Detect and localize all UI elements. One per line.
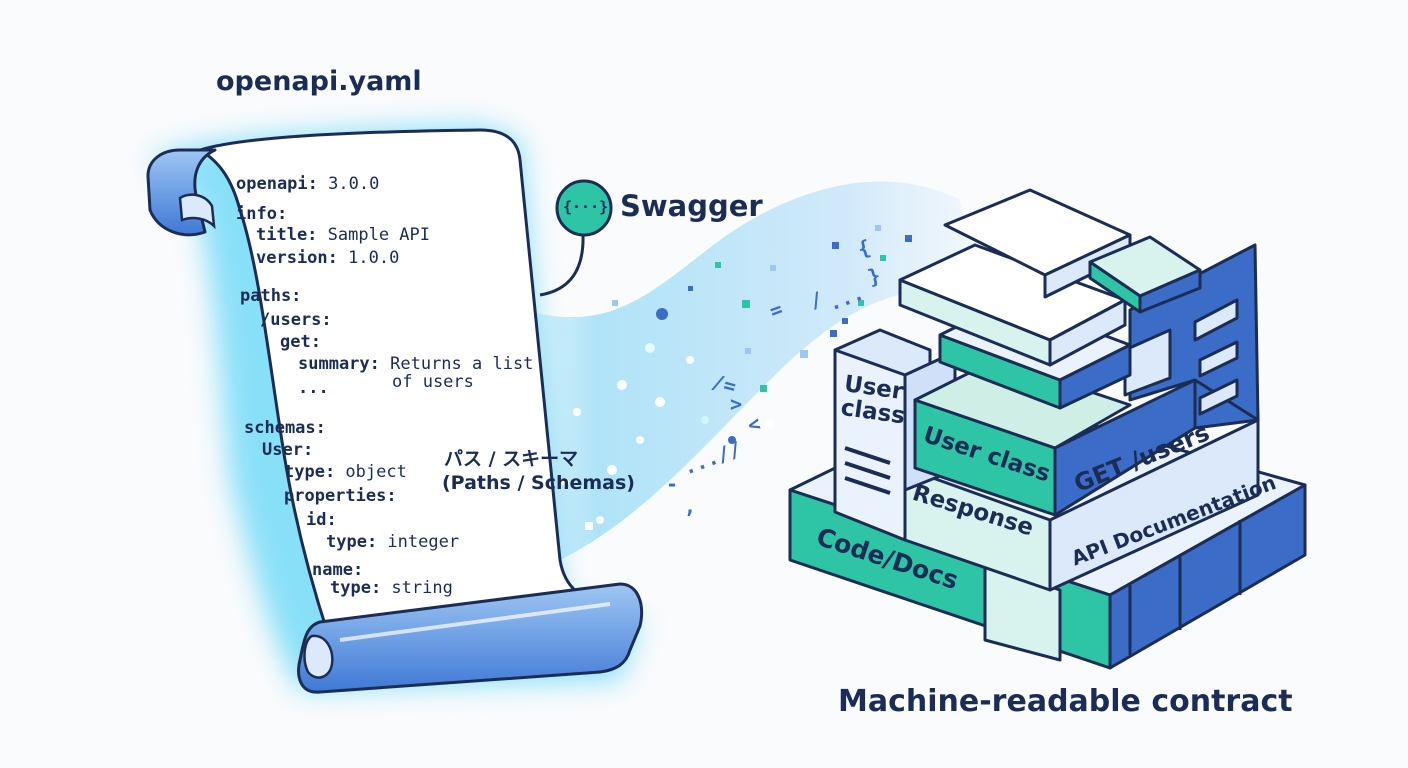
code-key: type: <box>330 578 382 598</box>
code-key: properties: <box>284 486 397 506</box>
stack-caption: Machine-readable contract <box>838 684 1293 719</box>
paths-annotation-jp: パス / スキーマ <box>444 448 579 470</box>
scroll-filename: openapi.yaml <box>216 66 422 97</box>
code-line: id: <box>306 512 337 529</box>
code-key: summary: <box>298 354 380 374</box>
code-value: Sample API <box>317 225 431 245</box>
code-line: type: string <box>330 580 453 597</box>
code-key: type: <box>284 462 336 482</box>
scroll-bottom-roll <box>297 582 644 694</box>
flow-glyph: , <box>684 494 697 518</box>
flow-glyph: > <box>730 392 743 416</box>
code-key: id: <box>306 510 337 530</box>
code-key: User: <box>262 440 314 460</box>
code-value: of users <box>392 372 474 392</box>
code-key: schemas: <box>244 418 326 438</box>
code-line: type: integer <box>326 534 459 551</box>
swagger-label: Swagger <box>620 189 763 223</box>
code-line: version: 1.0.0 <box>256 250 399 267</box>
code-value: Returns a list <box>379 354 534 374</box>
code-line: schemas: <box>244 420 326 437</box>
stream-particles <box>540 225 912 530</box>
code-line: ... <box>298 380 329 397</box>
code-line: openapi: 3.0.0 <box>236 176 379 193</box>
code-key: get: <box>280 332 321 352</box>
code-line: paths: <box>240 288 301 305</box>
swagger-callout-line <box>539 234 585 297</box>
code-line: get: <box>280 334 321 351</box>
block-label-user-class-side: User class <box>839 371 907 430</box>
code-value: integer <box>377 532 460 552</box>
code-value: object <box>335 462 407 482</box>
code-line: title: Sample API <box>256 227 430 244</box>
swagger-icon-glyph: {···} <box>563 198 609 216</box>
code-key: ... <box>298 378 329 398</box>
code-key: type: <box>326 532 378 552</box>
code-line: type: object <box>284 464 407 481</box>
code-line: name: <box>312 562 363 579</box>
code-key: info: <box>236 204 288 224</box>
code-line: summary: Returns a list <box>298 356 533 373</box>
code-value: string <box>381 578 453 598</box>
code-value: 3.0.0 <box>317 174 380 194</box>
stack-graphics <box>788 188 1307 670</box>
code-key: name: <box>312 560 364 580</box>
scroll-top-roll <box>146 148 217 237</box>
code-key: version: <box>256 248 338 268</box>
data-stream <box>470 181 980 560</box>
paths-annotation-en: (Paths / Schemas) <box>442 472 635 494</box>
code-line: info: <box>236 206 287 223</box>
flow-glyph: - <box>666 472 679 496</box>
code-line: /users: <box>260 312 332 329</box>
code-key: /users: <box>260 310 332 330</box>
swagger-icon <box>555 179 613 237</box>
code-key: title: <box>256 225 318 245</box>
code-line: User: <box>262 442 313 459</box>
code-key: paths: <box>240 286 302 306</box>
code-key: openapi: <box>236 174 318 194</box>
code-line: properties: <box>284 488 397 505</box>
code-value: 1.0.0 <box>337 248 400 268</box>
code-line: of users <box>392 374 474 391</box>
